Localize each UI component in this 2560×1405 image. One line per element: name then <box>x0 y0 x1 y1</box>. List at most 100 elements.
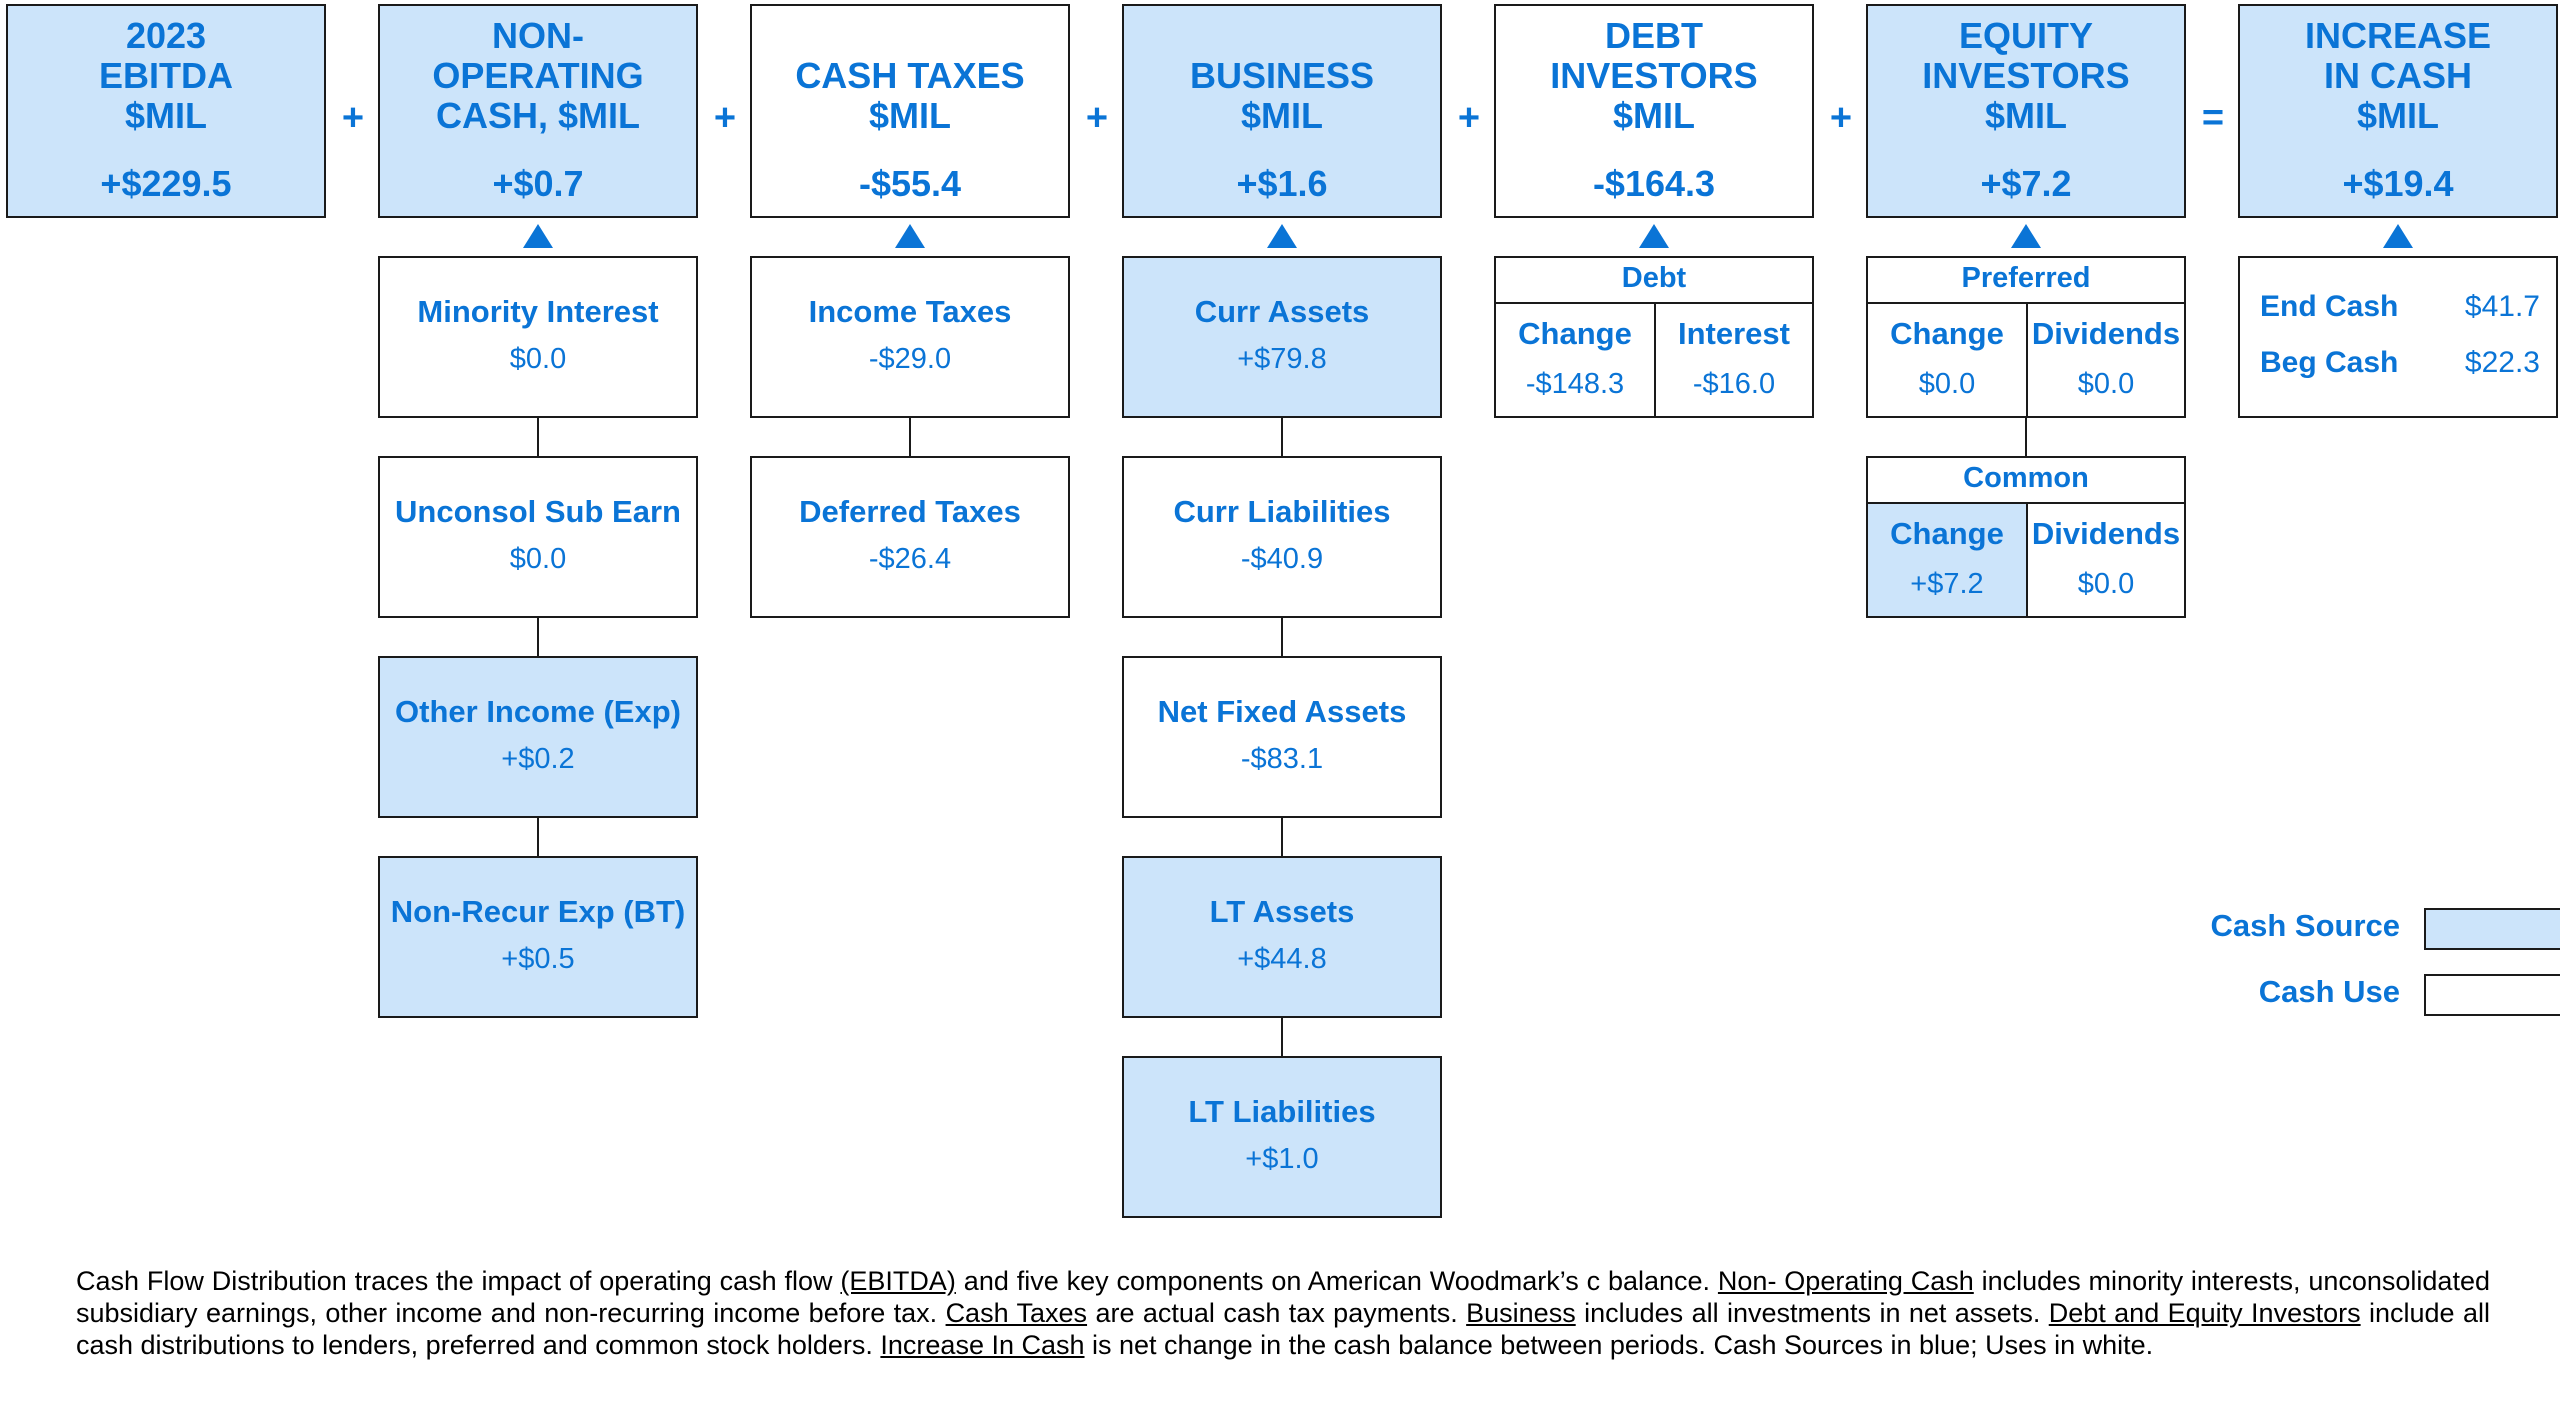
header-title: CASH TAXES $MIL <box>795 55 1025 136</box>
connector-line <box>1281 818 1283 856</box>
cell-value: $0.0 <box>1918 368 1976 400</box>
component-label: LT Assets <box>1209 894 1355 929</box>
header-equity-investors: EQUITY INVESTORS $MIL +$7.2 <box>1866 4 2186 218</box>
connector-line <box>1281 1018 1283 1056</box>
component-value: +$44.8 <box>1237 943 1327 975</box>
legend-use-swatch <box>2424 974 2560 1016</box>
cell-label: Dividends <box>2031 316 2181 351</box>
header-value: -$55.4 <box>858 163 962 204</box>
connector-line <box>2025 418 2027 456</box>
header-value: +$1.6 <box>1236 163 1328 204</box>
header-title: EQUITY INVESTORS $MIL <box>1922 15 2130 136</box>
operator-plus: + <box>1829 97 1853 139</box>
component-label: Deferred Taxes <box>799 494 1021 529</box>
component-minority-interest: Minority Interest $0.0 <box>378 256 698 418</box>
header-value: +$229.5 <box>100 163 232 204</box>
footnote-text: includes minority interests, unconsolida… <box>76 1266 2490 1328</box>
header-value: +$7.2 <box>1980 163 2072 204</box>
component-non-recur-exp: Non-Recur Exp (BT) +$0.5 <box>378 856 698 1018</box>
triangle-up-icon <box>1639 224 1669 248</box>
component-value: $0.0 <box>509 343 567 375</box>
header-title: DEBT INVESTORS $MIL <box>1550 15 1758 136</box>
end-cash-value: $41.7 <box>2464 290 2540 323</box>
component-label: Net Fixed Assets <box>1157 694 1407 729</box>
component-value: +$1.0 <box>1245 1143 1319 1175</box>
component-value: -$83.1 <box>1240 743 1324 775</box>
component-value: $0.0 <box>509 543 567 575</box>
cell-value: $0.0 <box>2077 568 2135 600</box>
connector-line <box>537 818 539 856</box>
connector-line <box>909 418 911 456</box>
cash-balance-box: End Cash $41.7 Beg Cash $22.3 <box>2238 256 2558 418</box>
triangle-up-icon <box>895 224 925 248</box>
legend-source-swatch <box>2424 908 2560 950</box>
header-cash-taxes: CASH TAXES $MIL -$55.4 <box>750 4 1070 218</box>
footnote-term-non-operating: Non- Operating Cash <box>1717 1266 1974 1296</box>
cell-value: -$148.3 <box>1525 368 1625 400</box>
component-deferred-taxes: Deferred Taxes -$26.4 <box>750 456 1070 618</box>
cell-value: -$16.0 <box>1692 368 1776 400</box>
connector-line <box>537 618 539 656</box>
operator-equals: = <box>2201 97 2225 139</box>
cell-label: Change <box>1890 516 2004 551</box>
component-net-fixed-assets: Net Fixed Assets -$83.1 <box>1122 656 1442 818</box>
component-label: LT Liabilities <box>1188 1094 1376 1129</box>
component-lt-liabilities: LT Liabilities +$1.0 <box>1122 1056 1442 1218</box>
connector-line <box>537 418 539 456</box>
footnote-text: and five key components on American Wood… <box>955 1266 1718 1296</box>
component-label: Curr Liabilities <box>1173 494 1391 529</box>
header-non-operating: NON- OPERATING CASH, $MIL +$0.7 <box>378 4 698 218</box>
header-title: INCREASE IN CASH $MIL <box>2304 15 2492 136</box>
operator-plus: + <box>1085 97 1109 139</box>
triangle-up-icon <box>523 224 553 248</box>
component-income-taxes: Income Taxes -$29.0 <box>750 256 1070 418</box>
header-value: +$19.4 <box>2342 163 2454 204</box>
header-title: BUSINESS $MIL <box>1189 55 1375 136</box>
header-ebitda: 2023 EBITDA $MIL +$229.5 <box>6 4 326 218</box>
component-label: Non-Recur Exp (BT) <box>390 894 686 929</box>
operator-plus: + <box>713 97 737 139</box>
component-curr-assets: Curr Assets +$79.8 <box>1122 256 1442 418</box>
component-value: +$0.5 <box>501 943 575 975</box>
cell-label: Change <box>1890 316 2004 351</box>
component-label: Other Income (Exp) <box>395 694 681 729</box>
triangle-up-icon <box>2383 224 2413 248</box>
component-value: -$29.0 <box>868 343 952 375</box>
component-curr-liabilities: Curr Liabilities -$40.9 <box>1122 456 1442 618</box>
preferred-change-cell: Change $0.0 <box>1866 302 2028 418</box>
footnote-text: Cash Flow Distribution traces the impact… <box>76 1266 841 1296</box>
header-debt-investors: DEBT INVESTORS $MIL -$164.3 <box>1494 4 1814 218</box>
header-title: NON- OPERATING CASH, $MIL <box>432 15 644 136</box>
debt-table-title: Debt <box>1494 256 1814 304</box>
operator-plus: + <box>1457 97 1481 139</box>
header-value: -$164.3 <box>1592 163 1716 204</box>
preferred-table-title: Preferred <box>1866 256 2186 304</box>
footnote-text: includes all investments in net assets. <box>1575 1298 2049 1328</box>
footnote-term-ebitda: (EBITDA) <box>840 1266 956 1296</box>
debt-interest-cell: Interest -$16.0 <box>1654 302 1814 418</box>
header-business: BUSINESS $MIL +$1.6 <box>1122 4 1442 218</box>
cell-value: +$7.2 <box>1910 568 1984 600</box>
footnote: Cash Flow Distribution traces the impact… <box>76 1265 2490 1361</box>
common-table-title: Common <box>1866 456 2186 504</box>
cell-label: Change <box>1518 316 1632 351</box>
preferred-dividends-cell: Dividends $0.0 <box>2026 302 2186 418</box>
end-cash-label: End Cash <box>2260 290 2399 323</box>
header-title: 2023 EBITDA $MIL <box>99 15 233 136</box>
triangle-up-icon <box>2011 224 2041 248</box>
component-unconsol-sub-earn: Unconsol Sub Earn $0.0 <box>378 456 698 618</box>
component-other-income: Other Income (Exp) +$0.2 <box>378 656 698 818</box>
header-increase-in-cash: INCREASE IN CASH $MIL +$19.4 <box>2238 4 2558 218</box>
footnote-text: include all cash distributions to lender… <box>76 1298 2490 1360</box>
component-value: -$40.9 <box>1240 543 1324 575</box>
component-value: +$79.8 <box>1237 343 1327 375</box>
component-label: Minority Interest <box>417 294 659 329</box>
component-label: Income Taxes <box>808 294 1012 329</box>
component-label: Unconsol Sub Earn <box>395 494 681 529</box>
beg-cash-label: Beg Cash <box>2260 346 2399 379</box>
common-change-cell: Change +$7.2 <box>1866 502 2028 618</box>
component-value: -$26.4 <box>868 543 952 575</box>
common-dividends-cell: Dividends $0.0 <box>2026 502 2186 618</box>
connector-line <box>1281 618 1283 656</box>
legend-use-label: Cash Use <box>2258 974 2400 1009</box>
